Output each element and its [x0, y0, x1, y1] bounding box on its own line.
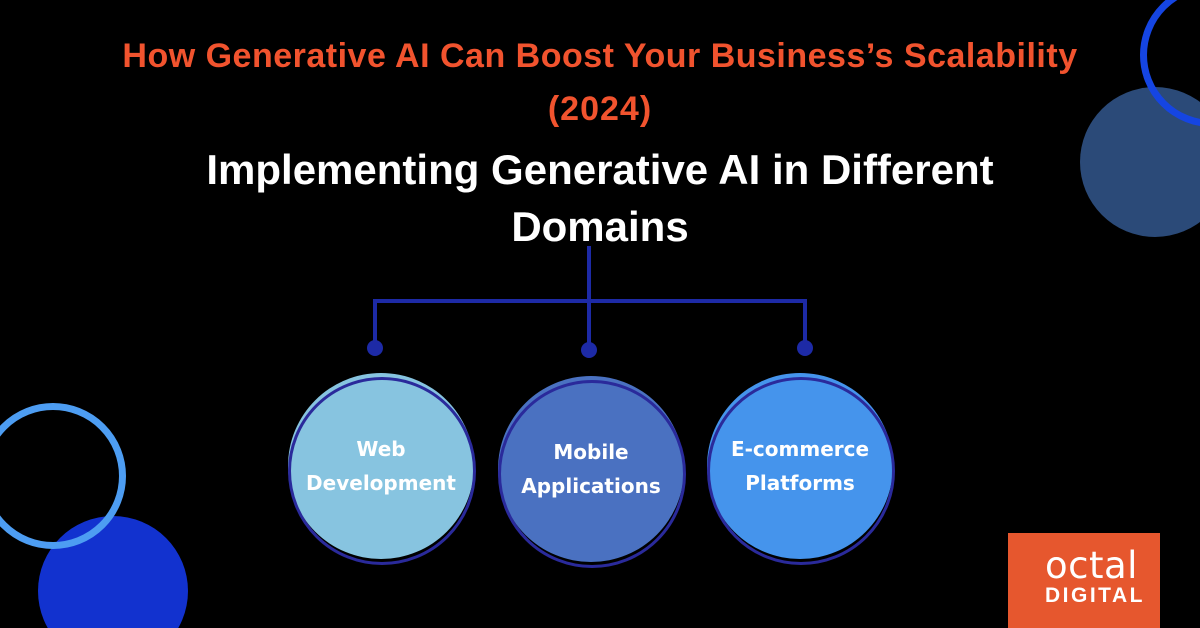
node-mobile-applications-label-line1: Mobile	[553, 440, 629, 464]
connector-drop-center	[587, 299, 591, 345]
node-web-development-label-line2: Development	[306, 471, 456, 495]
connector-drop-right	[803, 299, 807, 344]
decorative-ring-bottom-left	[0, 403, 126, 549]
connector-dot-right	[797, 340, 813, 356]
connector-dot-center	[581, 342, 597, 358]
node-web-development: Web Development	[288, 373, 474, 559]
node-web-development-label-line1: Web	[356, 437, 406, 461]
node-mobile-applications: Mobile Applications	[498, 376, 684, 562]
connector-dot-left	[367, 340, 383, 356]
logo-wordmark-digital: DIGITAL	[1045, 584, 1145, 607]
node-ecommerce-platforms-label-line1: E-commerce	[730, 437, 870, 461]
node-ecommerce-platforms: E-commerce Platforms	[707, 373, 893, 559]
logo-wordmark-octal: octal	[1045, 544, 1138, 587]
octal-digital-logo: octal DIGITAL	[1008, 533, 1160, 628]
section-heading-line1: Implementing Generative AI in Different	[206, 146, 994, 193]
connector-drop-left	[373, 299, 377, 344]
node-mobile-applications-label-line2: Applications	[521, 474, 661, 498]
node-ecommerce-platforms-label-line2: Platforms	[745, 471, 855, 495]
section-heading: Implementing Generative AI in Different …	[0, 141, 1200, 255]
section-heading-line2: Domains	[511, 203, 689, 250]
connector-stem	[587, 246, 591, 303]
main-title-year: (2024)	[547, 90, 653, 128]
main-title-line1: How Generative AI Can Boost Your Busines…	[122, 37, 1078, 75]
